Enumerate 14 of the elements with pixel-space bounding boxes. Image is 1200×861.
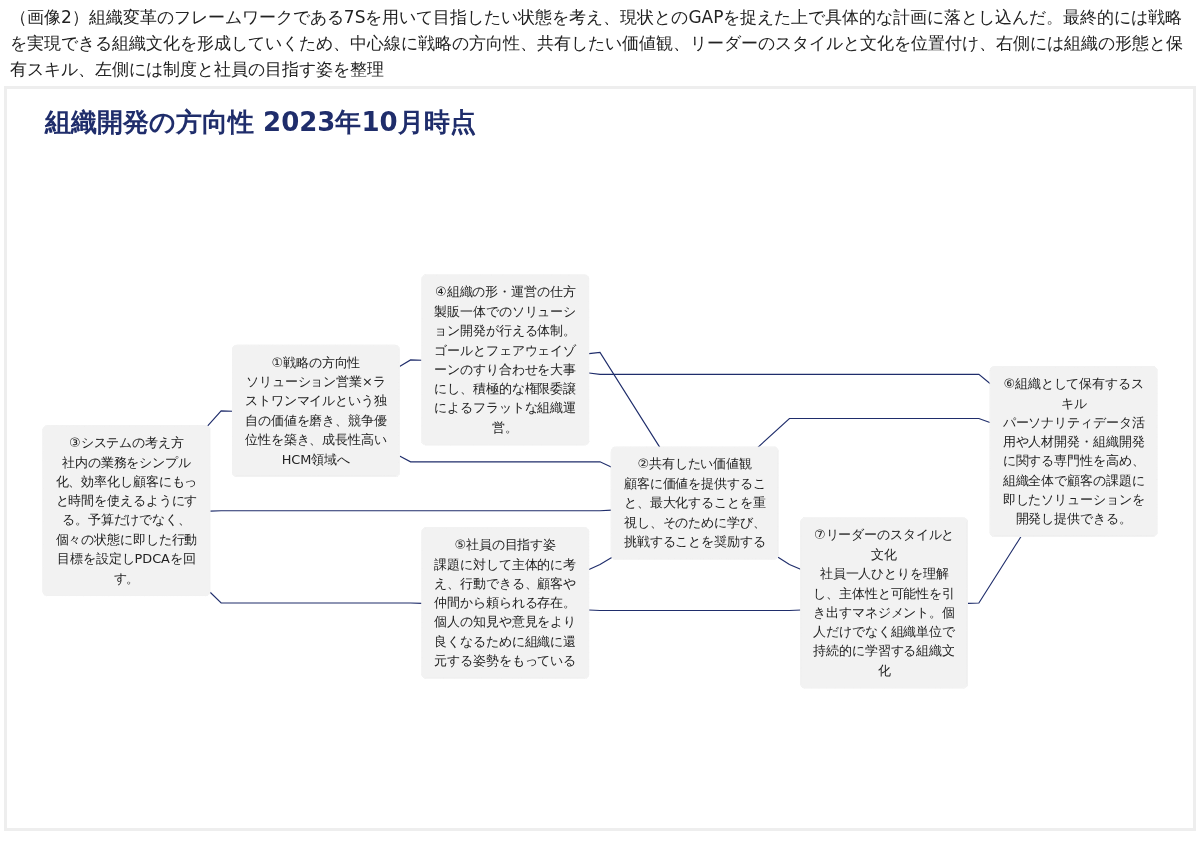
connector — [206, 409, 234, 427]
connector — [588, 372, 992, 385]
caption: （画像2）組織変革のフレームワークである7Sを用いて目指したい状態を考え、現状とのGAPを捉えた上で具体的な計画に落とし込んだ。最終的には戦略を実現できる組織文化を形成していくため、中心線に戦略の方向性、共有したい価値観、リーダーのスタイルと文化を位置付け、右側には組織の形態と保有スキル、左側には制度と社員の目指す姿を整理 — [9, 6, 1184, 81]
connector — [967, 535, 1022, 604]
connector — [777, 556, 802, 570]
connector — [757, 417, 992, 448]
connector — [399, 358, 423, 367]
diagram-title: 組織開発の方向性 2023年10月時点 — [45, 106, 477, 139]
connector — [209, 509, 613, 512]
connector — [588, 609, 802, 611]
connector — [209, 591, 423, 604]
connector — [399, 455, 613, 468]
connector — [588, 351, 661, 448]
connector — [588, 556, 613, 570]
